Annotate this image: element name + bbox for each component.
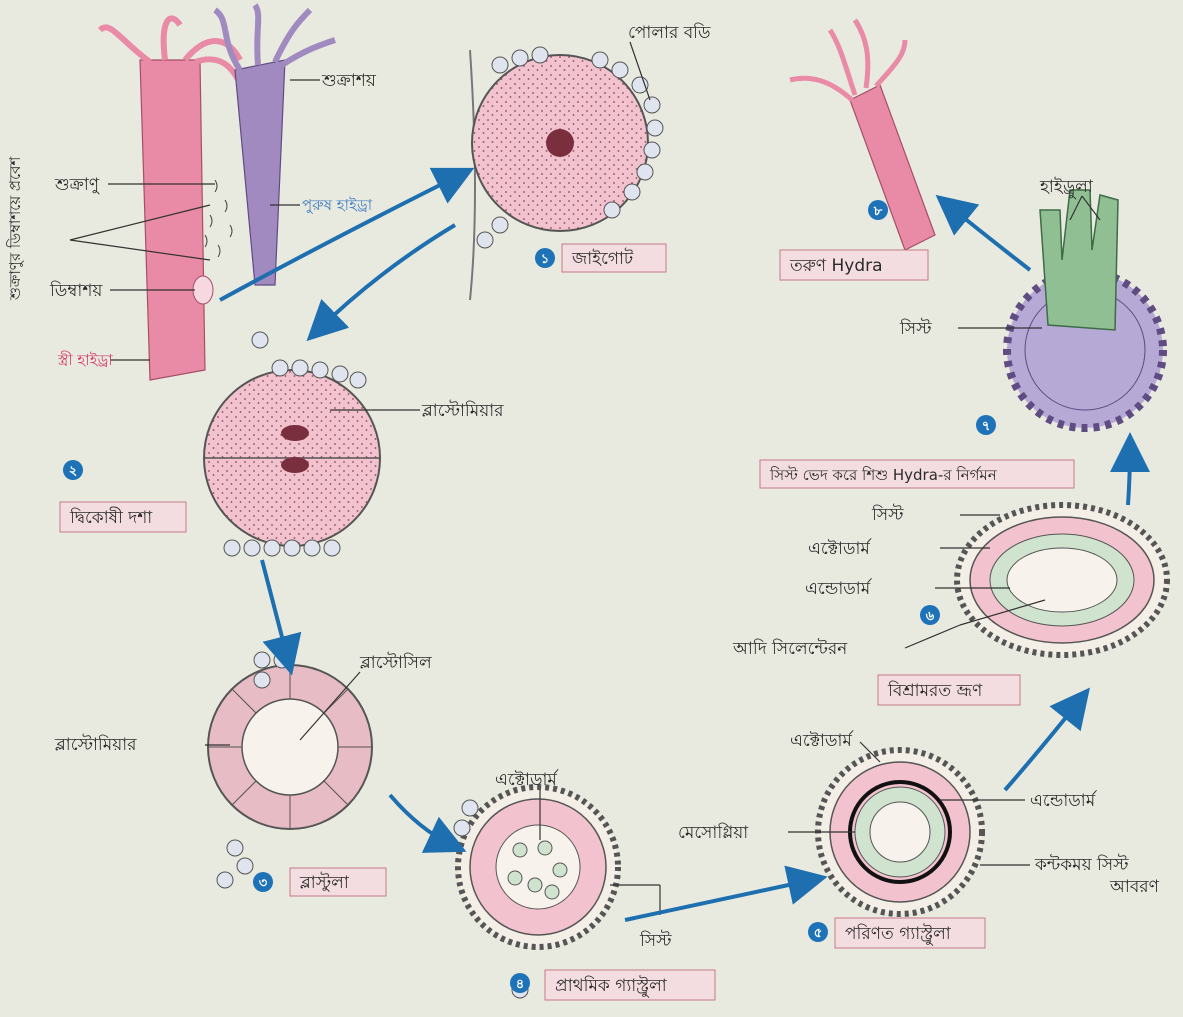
arrow-early-to-mature-gastrula [625, 880, 812, 920]
zygote-label: জাইগোট [571, 248, 634, 269]
spiny-cyst-label-2: আবরণ [1109, 877, 1160, 897]
young-hydra [790, 20, 935, 250]
mature-gastrula-label: পরিণত গ্যাস্ট্রুলা [845, 923, 952, 946]
resting-embryo-label: বিশ্রামরত ভ্রূণ [887, 680, 983, 701]
ectoderm-label-5: এক্টোডার্ম [790, 730, 854, 751]
endoderm-label-6: এন্ডোডার্ম [805, 578, 872, 599]
young-hydra-label: তরুণ Hydra [789, 256, 883, 276]
arrow-two-cell-to-blastula [262, 560, 288, 660]
svg-text:৩: ৩ [259, 876, 268, 891]
blastomere-label-3: ব্লাস্টোমিয়ার [54, 734, 137, 755]
arrow-blastula-to-early-gastrula [390, 795, 452, 845]
hatching-label: সিস্ট ভেদ করে শিশু Hydra-র নির্গমন [769, 466, 998, 484]
male-hydra-label: পুরুষ হাইড্রা [302, 196, 373, 214]
cyst-label-7: সিস্ট [899, 318, 932, 339]
hydrula-label: হাইড্রুলা [1039, 177, 1094, 199]
cyst-label-6: সিস্ট [871, 504, 904, 525]
polar-body-label: পোলার বডি [628, 22, 711, 43]
female-hydra-label: স্ত্রী হাইড্রা [57, 351, 113, 369]
two-cell-label: দ্বিকোষী দশা [69, 507, 153, 528]
female-hydra [100, 18, 250, 380]
blastula-label: ব্লাস্টুলা [299, 872, 350, 893]
blastula [208, 652, 372, 888]
endoderm-label-5: এন্ডোডার্ম [1030, 790, 1097, 811]
resting-embryo [957, 505, 1167, 655]
ovary-shape [193, 276, 213, 304]
arrow-hatching-to-young [948, 205, 1030, 270]
ectoderm-label-6: এক্টোডার্ম [808, 538, 872, 559]
svg-text:৬: ৬ [926, 609, 935, 624]
arrow-zygote-to-two-cell [318, 225, 455, 330]
testis-label: শুক্রাশয় [321, 71, 377, 91]
ectoderm-label-4: এক্টোডার্ম [495, 769, 559, 790]
early-gastrula-label: প্রাথমিক গ্যাস্ট্রুলা [555, 975, 668, 998]
two-cell-stage [204, 332, 380, 556]
early-gastrula [454, 787, 618, 998]
coelenteron-label: আদি সিলেন্টেরন [732, 638, 848, 659]
svg-text:৪: ৪ [516, 977, 524, 992]
sperm-entry-caption: শুক্রাণুর ডিম্বাশয়ে প্রবেশ [6, 156, 24, 301]
arrow-resting-to-hatching [1128, 448, 1130, 505]
svg-text:১: ১ [541, 252, 549, 267]
cyst-label-4: সিস্ট [639, 930, 672, 951]
svg-text:৮: ৮ [873, 204, 883, 219]
mesoglea-label: মেসোগ্লিয়া [678, 822, 749, 843]
blastomere-label-2: ব্লাস্টোমিয়ার [421, 400, 504, 421]
arrow-mature-gastrula-to-resting [1005, 700, 1080, 790]
blastocoel-label: ব্লাস্টোসিল [359, 652, 432, 673]
hatching-hydrula [1007, 190, 1163, 428]
sperm-label: শুক্রাণু [54, 175, 100, 195]
ovary-label: ডিম্বাশয় [49, 280, 103, 301]
svg-text:৭: ৭ [982, 419, 990, 434]
svg-text:৫: ৫ [814, 926, 822, 941]
spiny-cyst-label: কন্টকময় সিস্ট [1034, 854, 1129, 875]
svg-text:২: ২ [69, 464, 77, 479]
sperm-cells [205, 180, 232, 257]
